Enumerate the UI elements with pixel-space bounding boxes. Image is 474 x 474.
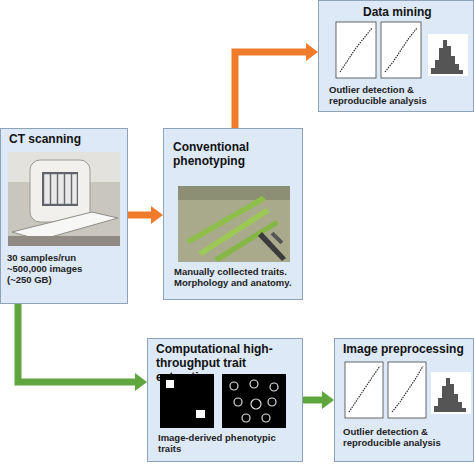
- process-box: Data miningOutlier detection & reproduci…: [318, 0, 474, 112]
- flow-arrow: [303, 391, 334, 409]
- arrow-head: [306, 43, 318, 61]
- box-description: Manually collected traits. Morphology an…: [174, 267, 298, 289]
- process-box: Computational high-throughput trait extr…: [147, 338, 303, 462]
- arrow-head: [135, 373, 147, 391]
- box-title: Conventional phenotyping: [173, 141, 303, 169]
- flow-arrow: [235, 43, 318, 128]
- box-title: Computational high-throughput trait extr…: [156, 343, 296, 384]
- box-description: Image-derived phenotypic traits: [158, 433, 298, 455]
- box-description: Outlier detection & reproducible analysi…: [329, 85, 469, 107]
- connector-line: [128, 212, 152, 219]
- process-box: Image preprocessingOutlier detection & r…: [334, 338, 474, 462]
- box-description: 30 samples/run ~500,000 images (~250 GB): [7, 253, 107, 286]
- flow-arrow: [128, 206, 163, 224]
- connector-line: [18, 304, 136, 382]
- connector-line: [235, 52, 307, 128]
- arrow-head: [322, 391, 334, 409]
- box-title: CT scanning: [9, 133, 121, 147]
- flow-arrow: [18, 304, 147, 391]
- process-box: Conventional phenotypingManually collect…: [163, 128, 303, 300]
- arrow-head: [151, 206, 163, 224]
- process-box: CT scanning 30 samples/run ~500,000 image…: [0, 128, 128, 304]
- connector-line: [303, 397, 323, 404]
- box-title: Image preprocessing: [343, 343, 473, 357]
- box-description: Outlier detection & reproducible analysi…: [343, 427, 471, 449]
- box-title: Data mining: [363, 6, 471, 20]
